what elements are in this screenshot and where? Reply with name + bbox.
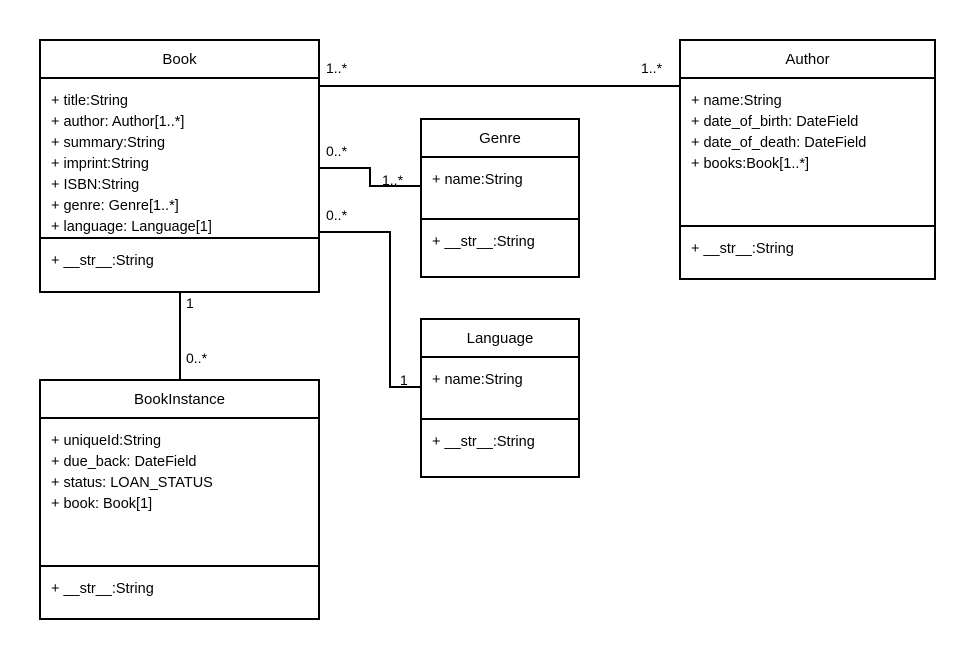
uml-operation-row: + __str__:String	[51, 253, 154, 269]
uml-class-genre[interactable]: Genre + name:String + __str__:String	[420, 118, 580, 278]
uml-operations-compartment-genre: + __str__:String	[422, 220, 578, 261]
uml-attribute-row: + status: LOAN_STATUS	[51, 475, 213, 491]
uml-attribute-row: + ISBN:String	[51, 177, 140, 193]
uml-operations-compartment-language: + __str__:String	[422, 420, 578, 461]
uml-attributes-compartment-author: + name:String + date_of_birth: DateField +…	[681, 79, 934, 227]
multiplicity-label-book-author-source: 1..*	[326, 60, 348, 76]
uml-attributes-compartment-book: + title:String + author: Author[1..*] + su…	[41, 79, 318, 239]
multiplicity-label-book-bookinstance-source: 1	[186, 295, 194, 311]
multiplicity-label-book-language-source: 0..*	[326, 207, 348, 223]
uml-class-language[interactable]: Language + name:String + __str__:String	[420, 318, 580, 478]
multiplicity-label-book-bookinstance-target: 0..*	[186, 350, 208, 366]
uml-attribute-row: + name:String	[432, 372, 523, 388]
uml-attribute-row: + name:String	[432, 172, 523, 188]
uml-attribute-row: + language: Language[1]	[51, 219, 212, 235]
uml-class-author[interactable]: Author + name:String + date_of_birth: Date…	[679, 39, 936, 280]
uml-operation-row: + __str__:String	[432, 234, 535, 250]
uml-class-book[interactable]: Book + title:String + author: Author[1..*]…	[39, 39, 320, 293]
uml-class-title-genre: Genre	[422, 120, 578, 158]
uml-attribute-row: + title:String	[51, 93, 128, 109]
uml-class-title-bookinstance: BookInstance	[41, 381, 318, 419]
uml-operation-row: + __str__:String	[691, 241, 794, 257]
uml-class-title-book: Book	[41, 41, 318, 79]
uml-attributes-compartment-genre: + name:String	[422, 158, 578, 220]
uml-class-title-language: Language	[422, 320, 578, 358]
uml-operation-row: + __str__:String	[432, 434, 535, 450]
association-line-book-genre	[320, 167, 420, 187]
multiplicity-label-book-genre-source: 0..*	[326, 143, 348, 159]
uml-attribute-row: + book: Book[1]	[51, 496, 153, 512]
multiplicity-label-book-language-target: 1	[400, 372, 408, 388]
uml-operation-row: + __str__:String	[51, 581, 154, 597]
multiplicity-label-book-genre-target: 1..*	[382, 172, 404, 188]
uml-attribute-row: + author: Author[1..*]	[51, 114, 185, 130]
uml-attribute-row: + uniqueId:String	[51, 433, 162, 449]
uml-attributes-compartment-language: + name:String	[422, 358, 578, 420]
uml-attribute-row: + date_of_birth: DateField	[691, 114, 859, 130]
association-line-book-language	[320, 231, 420, 388]
uml-attribute-row: + date_of_death: DateField	[691, 135, 867, 151]
uml-attribute-row: + genre: Genre[1..*]	[51, 198, 179, 214]
uml-attribute-row: + books:Book[1..*]	[691, 156, 810, 172]
uml-attribute-row: + imprint:String	[51, 156, 149, 172]
uml-operations-compartment-author: + __str__:String	[681, 227, 934, 268]
uml-class-title-author: Author	[681, 41, 934, 79]
uml-attribute-row: + due_back: DateField	[51, 454, 197, 470]
multiplicity-label-book-author-target: 1..*	[641, 60, 663, 76]
uml-class-bookinstance[interactable]: BookInstance + uniqueId:String + due_back:…	[39, 379, 320, 620]
uml-attribute-row: + summary:String	[51, 135, 166, 151]
uml-operations-compartment-bookinstance: + __str__:String	[41, 567, 318, 608]
uml-operations-compartment-book: + __str__:String	[41, 239, 318, 280]
uml-attributes-compartment-bookinstance: + uniqueId:String + due_back: DateField + …	[41, 419, 318, 567]
uml-attribute-row: + name:String	[691, 93, 782, 109]
